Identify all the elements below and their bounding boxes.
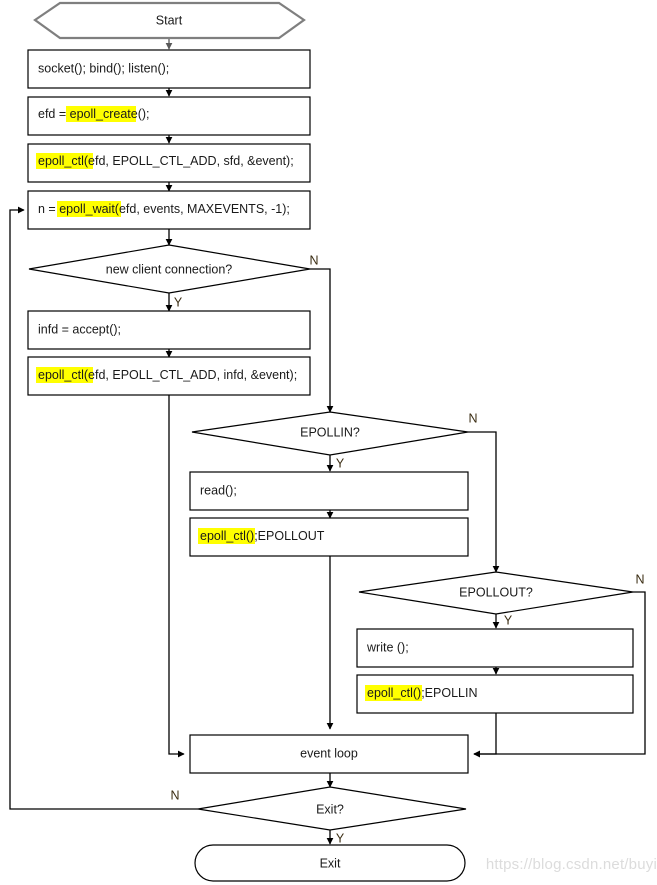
node-accept-label: infd = accept(); — [38, 322, 121, 336]
node-epoll-wait-label: n = epoll_wait(efd, events, MAXEVENTS, -… — [38, 202, 290, 216]
node-epoll-ctl-epollin[interactable]: epoll_ctl();EPOLLIN — [356, 674, 634, 714]
connector-epollctlepollin-to-eventloop — [473, 712, 497, 758]
node-exit[interactable]: Exit — [194, 844, 466, 882]
node-epoll-create-label: efd = epoll_create(); — [38, 107, 150, 121]
node-exit-label: Exit — [320, 856, 341, 870]
branch-label-new-client-no: N — [309, 253, 318, 267]
node-epoll-ctl-sfd-label: epoll_ctl(efd, EPOLL_CTL_ADD, sfd, &even… — [38, 154, 294, 168]
connector-epollin-no-to-epollout — [468, 431, 500, 573]
highlight-epoll-create — [66, 106, 136, 122]
node-new-client-connection-label: new client connection? — [106, 262, 233, 276]
node-epoll-create[interactable]: efd = epoll_create(); — [27, 96, 311, 136]
connector-newclient-no-to-epollin — [310, 268, 334, 413]
branch-label-epollout-yes: Y — [504, 613, 513, 627]
connector-exitdecision-no-to-epollwait — [9, 206, 198, 810]
node-event-loop[interactable]: event loop — [189, 734, 469, 774]
node-exit-decision-label: Exit? — [316, 802, 344, 816]
node-write[interactable]: write (); — [356, 628, 634, 668]
node-write-label: write (); — [366, 640, 409, 654]
highlight-epoll-ctl-epollin — [365, 685, 422, 701]
branch-labels: N Y N Y N Y N Y — [170, 253, 644, 845]
connectors — [9, 39, 646, 845]
branch-label-epollin-yes: Y — [336, 456, 345, 470]
branch-label-exit-yes: Y — [336, 831, 345, 845]
branch-label-new-client-yes: Y — [174, 295, 183, 309]
node-event-loop-label: event loop — [300, 746, 358, 760]
node-epollout-decision[interactable]: EPOLLOUT? — [358, 571, 634, 615]
highlight-epoll-ctl-sfd — [36, 153, 93, 169]
branch-label-exit-no: N — [170, 788, 179, 802]
node-accept[interactable]: infd = accept(); — [27, 310, 311, 350]
connector-epollctlinfd-to-eventloop — [168, 395, 185, 758]
watermark: https://blog.csdn.net/buyi — [485, 856, 657, 873]
node-epoll-ctl-infd-label: epoll_ctl(efd, EPOLL_CTL_ADD, infd, &eve… — [38, 368, 297, 382]
node-epoll-wait[interactable]: n = epoll_wait(efd, events, MAXEVENTS, -… — [27, 190, 311, 230]
branch-label-epollin-no: N — [468, 411, 477, 425]
node-socket-bind-listen-label: socket(); bind(); listen(); — [38, 61, 169, 75]
node-epoll-ctl-epollin-label: epoll_ctl();EPOLLIN — [367, 686, 477, 700]
highlight-epoll-ctl-infd — [36, 367, 93, 383]
connector-epollout-no-to-eventloop — [473, 591, 646, 758]
node-socket-bind-listen[interactable]: socket(); bind(); listen(); — [27, 49, 311, 89]
node-epoll-ctl-epollout[interactable]: epoll_ctl();EPOLLOUT — [189, 517, 469, 557]
node-start-label: Start — [156, 13, 183, 27]
node-read-label: read(); — [200, 483, 237, 497]
branch-label-epollout-no: N — [635, 572, 644, 586]
highlight-epoll-ctl-epollout — [198, 528, 255, 544]
node-start[interactable]: Start — [33, 1, 306, 40]
node-epollin-decision-label: EPOLLIN? — [300, 425, 360, 439]
node-epoll-ctl-epollout-label: epoll_ctl();EPOLLOUT — [200, 529, 325, 543]
node-epoll-ctl-sfd[interactable]: epoll_ctl(efd, EPOLL_CTL_ADD, sfd, &even… — [27, 143, 311, 183]
node-new-client-connection[interactable]: new client connection? — [28, 244, 311, 294]
node-epoll-ctl-infd[interactable]: epoll_ctl(efd, EPOLL_CTL_ADD, infd, &eve… — [27, 356, 311, 396]
highlight-epoll-wait — [57, 201, 121, 217]
node-epollout-decision-label: EPOLLOUT? — [459, 585, 533, 599]
node-read[interactable]: read(); — [189, 471, 469, 511]
node-exit-decision[interactable]: Exit? — [197, 786, 467, 831]
node-epollin-decision[interactable]: EPOLLIN? — [191, 411, 469, 456]
